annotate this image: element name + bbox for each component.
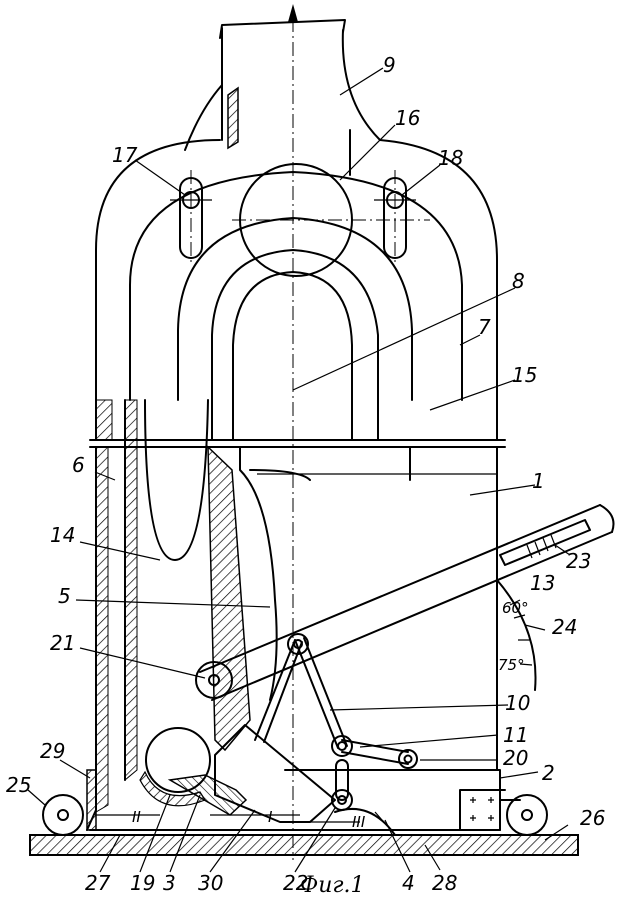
label-24: 24 [552,615,577,639]
bracket-29 [86,769,97,831]
label-22: 22 [283,871,308,895]
body-1 [257,446,497,481]
wheel-25-left [42,794,84,836]
scale-60: 60° [502,599,529,617]
label-20: 20 [503,746,528,770]
label-2: 2 [542,761,555,785]
label-27: 27 [85,871,111,895]
part-labels: 9 16 17 18 8 7 15 6 1 14 23 13 5 60° 24 … [6,53,605,898]
wheel-25-right [499,794,548,836]
label-4: 4 [402,871,415,895]
label-25: 25 [6,773,31,797]
figure-caption: Фиг.1 [300,873,365,898]
axis-line [288,4,298,860]
support-2 [284,769,506,831]
label-3: 3 [163,871,176,895]
base-26 [29,829,579,856]
label-29: 29 [40,739,65,763]
chute-14 [144,399,311,752]
label-18: 18 [438,146,463,170]
guide-bar-13 [195,504,615,701]
label-6: 6 [72,453,85,477]
label-7: 7 [478,315,491,339]
section-I: I [268,808,273,826]
linkage-10 [254,633,353,757]
slot-17 [170,170,212,262]
label-26: 26 [580,806,605,830]
label-15: 15 [512,363,537,387]
scale-75: 75° [498,656,525,674]
roller-3 [139,727,211,807]
label-1: 1 [532,469,545,493]
label-23: 23 [566,549,591,573]
section-II: II [132,808,141,826]
link-11 [331,739,418,811]
label-21: 21 [50,631,75,655]
joint-band [89,439,506,448]
section-lines [95,814,360,823]
stack-9 [184,19,381,176]
slot-18 [374,170,416,262]
label-10: 10 [505,691,530,715]
label-30: 30 [198,871,223,895]
label-17: 17 [112,143,138,167]
label-28: 28 [432,871,457,895]
label-11: 11 [503,723,528,747]
label-13: 13 [530,571,555,595]
arch-housing-7 [95,139,498,441]
scale-23 [499,519,591,566]
leader-lines [27,67,571,873]
section-III: III [352,813,366,831]
label-19: 19 [130,871,155,895]
angle-scale-24 [496,579,537,691]
label-16: 16 [395,106,420,130]
label-14: 14 [50,523,75,547]
lever-22 [334,807,396,836]
roller-16 [232,163,430,277]
label-8: 8 [512,269,525,293]
label-9: 9 [383,53,396,77]
housing-6 [86,399,498,831]
label-5: 5 [58,584,71,608]
